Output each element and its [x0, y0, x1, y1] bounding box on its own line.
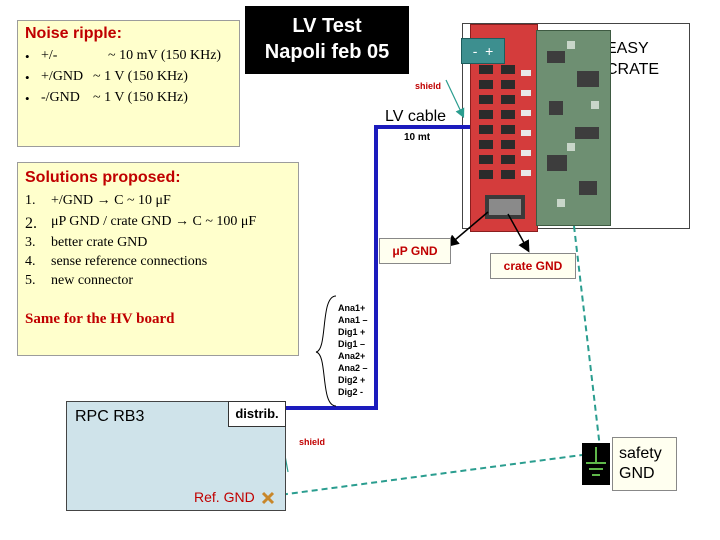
- crate-safety-dashed-line: [573, 225, 601, 449]
- crate-label: EASY CRATE: [606, 38, 659, 80]
- crate-gnd-box: crate GND: [490, 253, 576, 279]
- signal-item: Ana1 –: [338, 315, 368, 325]
- bullet: •: [25, 49, 30, 64]
- noise-row-label: -/GND: [41, 90, 80, 105]
- distrib-label: distrib.: [235, 406, 279, 421]
- noise-row-label: +/GND: [41, 69, 84, 84]
- polarity-label: - +: [472, 43, 494, 59]
- signal-brace: [315, 295, 337, 407]
- distrib-box: distrib.: [228, 401, 286, 427]
- solution-text: μP GND / crate GND → C ~ 100 μF: [51, 214, 257, 229]
- noise-row-value: ~ 1 V (150 KHz): [93, 69, 188, 84]
- noise-row-label: +/-: [41, 48, 58, 63]
- ref-gnd-label: Ref. GND: [194, 489, 255, 505]
- bullet: •: [25, 91, 30, 106]
- signal-item: Dig1 +: [338, 327, 366, 337]
- crate-gnd-label: crate GND: [503, 259, 563, 273]
- shield-top-label: shield: [415, 81, 442, 91]
- solution-text: new connector: [51, 273, 134, 288]
- crate-label-line-2: CRATE: [606, 61, 660, 78]
- signal-item: Ana2 –: [338, 363, 368, 373]
- solution-number: 3.: [25, 235, 36, 250]
- solution-text: better crate GND: [51, 235, 148, 250]
- signal-item: Dig2 +: [338, 375, 366, 385]
- noise-row-value: ~ 10 mV (150 KHz): [108, 48, 222, 63]
- signal-item: Dig1 –: [338, 339, 366, 349]
- solution-number: 1.: [25, 193, 36, 208]
- noise-row-value: ~ 1 V (150 KHz): [93, 90, 188, 105]
- board-pcb: [536, 30, 611, 226]
- solutions-box: Solutions proposed: 1. +/GND → C ~ 10 μF…: [17, 162, 299, 356]
- up-gnd-label: μP GND: [392, 244, 438, 258]
- solution-text: +/GND → C ~ 10 μF: [51, 193, 171, 208]
- shield-bottom-label: shield: [299, 437, 326, 447]
- crate-gnd-arrow: [507, 213, 530, 253]
- pcb-components: [547, 41, 599, 207]
- polarity-connector: - +: [461, 38, 505, 64]
- signal-item: Dig2 -: [338, 387, 364, 397]
- safety-line-1: safety: [619, 445, 662, 462]
- title-banner: LV Test Napoli feb 05: [245, 6, 409, 74]
- lv-cable-label: LV cable: [385, 108, 447, 125]
- noise-ripple-box: Noise ripple: • +/- ~ 10 mV (150 KHz) • …: [17, 20, 240, 147]
- safety-line-2: GND: [619, 465, 655, 482]
- ground-icon: [586, 447, 606, 476]
- ref-safety-dashed-line: [271, 454, 583, 497]
- rpc-label: RPC RB3: [75, 408, 145, 425]
- ref-gnd-cross-icon: [261, 491, 275, 505]
- solutions-footer: Same for the HV board: [25, 311, 175, 327]
- signal-item: Ana1+: [338, 303, 366, 313]
- signal-list: Ana1+ Ana1 – Dig1 + Dig1 – Ana2+ Ana2 – …: [338, 302, 368, 398]
- crate-label-line-1: EASY: [606, 40, 649, 57]
- bullet: •: [25, 70, 30, 85]
- signal-item: Ana2+: [338, 351, 366, 361]
- title-line-1: LV Test: [292, 15, 362, 37]
- solution-text: sense reference connections: [51, 254, 208, 269]
- title-line-2: Napoli feb 05: [264, 41, 390, 63]
- solution-number: 4.: [25, 254, 36, 269]
- shield-top-arrow: [445, 79, 465, 119]
- solution-number: 2.: [25, 215, 37, 232]
- up-gnd-arrow: [446, 211, 489, 247]
- safety-gnd-box: safety GND: [612, 437, 677, 491]
- cable-length-label: 10 mt: [404, 132, 431, 143]
- ground-symbol-icon: [582, 443, 610, 485]
- noise-heading: Noise ripple:: [25, 25, 122, 42]
- solution-number: 5.: [25, 273, 36, 288]
- board-components: [479, 65, 531, 219]
- solutions-heading: Solutions proposed:: [25, 169, 181, 186]
- lv-cable-line: [286, 125, 470, 410]
- up-gnd-box: μP GND: [379, 238, 451, 264]
